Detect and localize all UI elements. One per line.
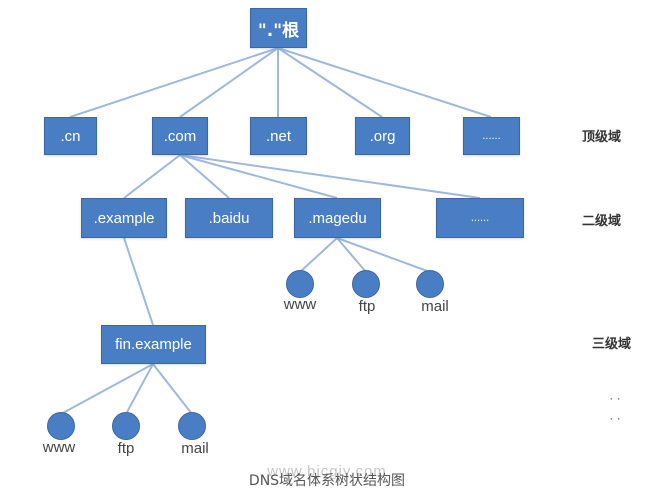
edge-example-fin xyxy=(123,237,154,326)
continuation-text: · · · · xyxy=(609,391,621,425)
tld-node-net: .net xyxy=(250,117,307,155)
tld-node-cn: .cn xyxy=(44,117,97,155)
edge-fin-www xyxy=(60,363,154,415)
second-label: .magedu xyxy=(308,209,367,227)
edge-fin-ftp xyxy=(125,363,154,415)
second-label: .baidu xyxy=(208,209,250,227)
second-label: .example xyxy=(93,209,155,227)
tld-node-org: .org xyxy=(355,117,410,155)
host-label: ftp xyxy=(117,440,135,457)
third-node-fin-example: fin.example xyxy=(101,325,206,364)
edge-root-com xyxy=(179,47,279,118)
second-node-magedu: .magedu xyxy=(294,198,381,238)
edge-com-more xyxy=(179,154,481,199)
host-label: mail xyxy=(181,440,209,457)
host-node-fin-www xyxy=(47,412,75,440)
level-label-second: 二级域 xyxy=(582,214,622,229)
edge-root-more xyxy=(277,47,492,118)
diagram-caption: DNS域名体系树状结构图 xyxy=(248,473,406,489)
edge-root-org xyxy=(277,47,383,118)
edge-com-magedu xyxy=(179,154,338,199)
host-label: ftp xyxy=(358,298,376,315)
second-node-baidu: .baidu xyxy=(185,198,273,238)
root-label: "."根 xyxy=(257,20,300,41)
second-node-example: .example xyxy=(81,198,167,238)
tld-node-more: ...... xyxy=(463,117,520,155)
root-node: "."根 xyxy=(250,8,307,48)
host-node-magedu-mail xyxy=(416,270,444,298)
host-label: www xyxy=(42,439,76,456)
edge-magedu-mail xyxy=(336,237,431,273)
second-label: ...... xyxy=(470,212,490,224)
watermark: www.bjcgjy.com xyxy=(267,463,387,480)
level-label-tld: 顶级域 xyxy=(582,130,622,145)
level-label-third: 三级域 xyxy=(592,337,632,352)
tld-label: .com xyxy=(163,127,197,145)
host-node-fin-ftp xyxy=(112,412,140,440)
tld-label: ...... xyxy=(482,130,501,142)
edge-com-baidu xyxy=(179,154,230,199)
tld-label: .org xyxy=(369,127,396,145)
host-node-magedu-www xyxy=(286,270,314,298)
tld-label: .net xyxy=(265,127,292,145)
host-label: mail xyxy=(421,298,449,315)
host-label: www xyxy=(283,296,317,313)
host-node-fin-mail xyxy=(178,412,206,440)
tld-label: .cn xyxy=(60,127,81,145)
host-node-magedu-ftp xyxy=(352,270,380,298)
third-label: fin.example xyxy=(115,336,192,353)
edge-magedu-www xyxy=(299,237,338,273)
edge-magedu-ftp xyxy=(336,237,367,273)
edge-root-cn xyxy=(69,47,279,118)
tld-node-com: .com xyxy=(152,117,208,155)
edge-fin-mail xyxy=(152,363,193,415)
edge-com-example xyxy=(123,154,181,199)
second-node-more: ...... xyxy=(436,198,524,238)
